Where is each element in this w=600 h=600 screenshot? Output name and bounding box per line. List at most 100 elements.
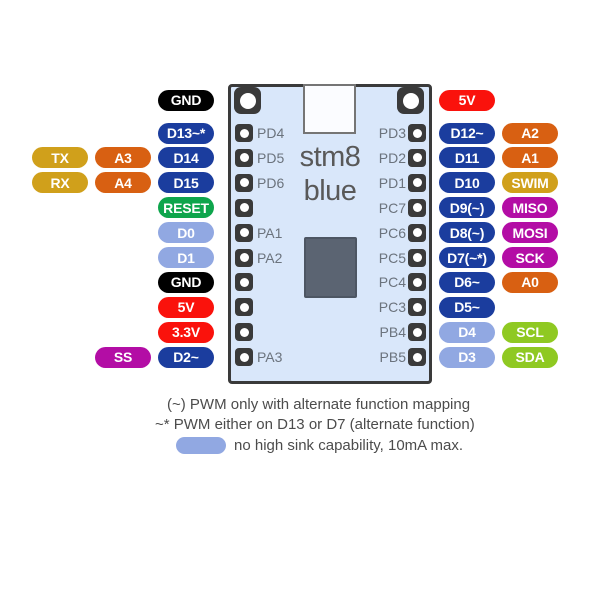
pin-badge-row: D8(~) MOSI: [439, 222, 600, 244]
pin-badge-d6: D6~: [439, 271, 495, 293]
board-pin-label-pc5: PC5: [378, 249, 406, 266]
pin-badge-d10: D10: [439, 172, 495, 194]
pin-badge-row: D10 SWIM: [439, 172, 600, 194]
pin-hole: [235, 148, 253, 167]
mounting-hole-left: [234, 87, 261, 114]
pin-badge-a4: A4: [95, 172, 151, 194]
pin-hole-circle: [412, 203, 422, 213]
pin-hole-circle: [412, 277, 422, 287]
pin-hole-circle: [412, 352, 422, 362]
board-pin-label-pd5: PD5: [257, 149, 285, 166]
pin-hole-circle: [239, 228, 249, 238]
pin-badge-d0: D0: [158, 222, 214, 244]
pin-hole-circle: [239, 302, 249, 312]
pin-badge-d4: D4: [439, 321, 495, 343]
pin-hole: [235, 273, 253, 292]
pin-hole: [408, 148, 426, 167]
pin-badge-d8: D8(~): [439, 222, 495, 244]
pin-badge-5v: 5V: [158, 296, 214, 318]
pin-badge-row: D1: [0, 247, 214, 268]
pin-hole: [235, 223, 253, 242]
pin-badge-d3: D3: [439, 346, 495, 368]
board-pin-label-pd2: PD2: [378, 149, 406, 166]
pin-badge-a1: A1: [502, 147, 558, 169]
pin-badge-mosi: MOSI: [502, 222, 558, 244]
legend-line-pwm-d13-d7: ~* PWM either on D13 or D7 (alternate fu…: [155, 416, 475, 433]
pin-hole-circle: [412, 302, 422, 312]
pin-badge-rx: RX: [32, 172, 88, 194]
pin-badge-gnd: GND: [158, 89, 214, 111]
board-pin-label-pc7: PC7: [378, 199, 406, 216]
pin-badge-row: GND: [0, 89, 214, 111]
board-name-line1: stm8: [299, 141, 361, 173]
mounting-hole-circle: [402, 92, 419, 109]
pin-hole: [235, 298, 253, 317]
pin-hole: [235, 198, 253, 217]
pin-hole: [408, 273, 426, 292]
pin-badge-gnd: GND: [158, 271, 214, 293]
pin-badge-d15: D15: [158, 172, 214, 194]
board-pin-label-pb5: PB5: [379, 349, 406, 366]
pin-badge-a3: A3: [95, 147, 151, 169]
pin-badge-row: D6~A0: [439, 271, 600, 293]
pin-badge-row: D12~ A2: [439, 122, 600, 144]
legend-periwinkle-badge: [176, 437, 226, 454]
board-name-line2: blue: [303, 175, 357, 207]
board-pin-label-pa3: PA3: [257, 349, 283, 366]
pin-hole-circle: [412, 327, 422, 337]
pin-badge-row: D0: [0, 222, 214, 244]
pin-hole-circle: [239, 327, 249, 337]
pin-badge-a2: A2: [502, 122, 558, 144]
pin-hole: [408, 323, 426, 342]
pin-badge-d14: D14: [158, 147, 214, 169]
pin-hole-circle: [239, 352, 249, 362]
pin-badge-row: D13~*: [0, 122, 214, 144]
pin-hole: [408, 298, 426, 317]
pin-badge-5v: 5V: [439, 89, 495, 111]
board-outline: [228, 84, 432, 384]
pin-hole: [235, 248, 253, 267]
mcu-chip: [304, 237, 357, 298]
board-pin-label-pb4: PB4: [379, 324, 406, 341]
pin-hole-circle: [239, 128, 249, 138]
pin-hole: [408, 348, 426, 367]
pin-hole-circle: [239, 153, 249, 163]
board-pin-label-pa1: PA1: [257, 224, 283, 241]
pin-badge-row: D5~: [439, 296, 600, 318]
board-pin-label-pd4: PD4: [257, 125, 285, 141]
pin-badge-tx: TX: [32, 147, 88, 169]
board-pin-label-pc6: PC6: [378, 224, 406, 241]
pin-hole-circle: [412, 253, 422, 262]
pin-badge-row: RESET: [0, 197, 214, 219]
board-pin-label-pd6: PD6: [257, 174, 285, 191]
board-pin-label-pc4: PC4: [378, 274, 406, 291]
pin-hole: [235, 124, 253, 142]
pin-badge-swim: SWIM: [502, 172, 558, 194]
mounting-hole-circle: [239, 92, 256, 109]
pin-badge-d11: D11: [439, 147, 495, 169]
pin-hole: [408, 223, 426, 242]
pin-hole-circle: [239, 253, 249, 262]
pin-badge-d2: D2~: [158, 346, 214, 368]
pin-hole-circle: [239, 203, 249, 213]
pin-badge-row: D7(~*) SCK: [439, 247, 600, 268]
board-pin-label-pc3: PC3: [378, 299, 406, 316]
pin-badge-sck: SCK: [502, 247, 558, 268]
pin-badge-d5: D5~: [439, 296, 495, 318]
pin-badge-d9: D9(~): [439, 197, 495, 219]
pin-badge-d1: D1: [158, 247, 214, 268]
pin-badge-d7: D7(~*): [439, 247, 495, 268]
pin-hole-circle: [412, 228, 422, 238]
pin-badge-row: RX A4 D15: [0, 172, 214, 194]
pin-hole: [408, 248, 426, 267]
pin-badge-row: GND: [0, 271, 214, 293]
board-name: stm8 blue: [228, 140, 432, 208]
pin-badge-row: D11 A1: [439, 147, 600, 169]
pin-hole-circle: [239, 277, 249, 287]
pin-badge-d13: D13~*: [158, 122, 214, 144]
pin-hole: [408, 198, 426, 217]
pin-badge-d12: D12~: [439, 122, 495, 144]
pin-hole: [408, 124, 426, 142]
